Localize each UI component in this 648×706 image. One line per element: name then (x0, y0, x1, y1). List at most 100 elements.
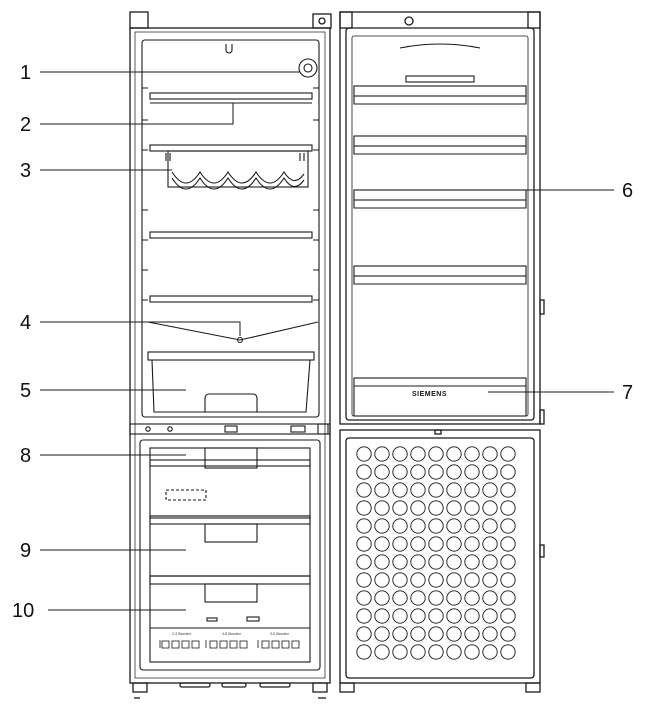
callout-2: 2 (20, 114, 31, 136)
door-pattern-circle (392, 608, 408, 624)
fridge-compartment (141, 39, 320, 418)
fridge-door (339, 11, 545, 425)
door-pattern-circle (356, 500, 372, 516)
door-pattern-circle (356, 518, 372, 534)
door-pattern-circle (464, 644, 480, 660)
door-pattern-circle (410, 518, 426, 534)
leader-lines (40, 71, 614, 611)
freezer-door-pattern (356, 446, 516, 660)
door-pattern-circle (410, 626, 426, 642)
door-pattern-circle (410, 608, 426, 624)
bottle-shelf-door (353, 377, 527, 417)
door-pattern-circle (356, 536, 372, 552)
door-pattern-circle (500, 518, 516, 534)
door-pattern-circle (482, 446, 498, 462)
door-pattern-circle (464, 590, 480, 606)
door-pattern-circle (482, 554, 498, 570)
door-pattern-circle (392, 554, 408, 570)
door-pattern-circle (446, 536, 462, 552)
callout-3: 3 (20, 160, 31, 182)
callout-numbers: 1 2 3 4 5 6 7 8 9 10 (12, 62, 633, 622)
door-pattern-circle (500, 590, 516, 606)
door-pattern-circle (356, 446, 372, 462)
door-pattern-circle (410, 536, 426, 552)
door-pattern-circle (410, 590, 426, 606)
freezer-drawer-middle (149, 515, 311, 577)
door-pattern-circle (482, 464, 498, 480)
door-pattern-circle (374, 518, 390, 534)
callout-10: 10 (12, 600, 34, 622)
door-pattern-circle (392, 500, 408, 516)
door-pattern-circle (500, 644, 516, 660)
callout-1: 1 (20, 62, 31, 84)
door-pattern-circle (374, 644, 390, 660)
door-pattern-circle (356, 626, 372, 642)
door-pattern-circle (374, 626, 390, 642)
door-pattern-circle (446, 608, 462, 624)
door-pattern-circle (446, 572, 462, 588)
interior-light-unit (298, 58, 318, 78)
door-pattern-circle (428, 536, 444, 552)
door-pattern-circle (410, 500, 426, 516)
zone-label-2: 4-8 Stunden (222, 632, 241, 636)
freezer-compartment (139, 439, 321, 671)
door-pattern-circle (464, 608, 480, 624)
door-pattern-circle (500, 464, 516, 480)
door-pattern-circle (356, 554, 372, 570)
door-pattern-circle (464, 572, 480, 588)
door-pattern-circle (356, 572, 372, 588)
bottle-rack (149, 144, 313, 190)
door-pattern-circle (464, 536, 480, 552)
door-pattern-circle (392, 518, 408, 534)
door-pattern-circle (374, 572, 390, 588)
glass-shelf-top (149, 92, 313, 104)
door-pattern-circle (428, 500, 444, 516)
callout-9: 9 (20, 540, 31, 562)
door-pattern-circle (446, 626, 462, 642)
door-pattern-circle (428, 644, 444, 660)
door-pattern-circle (464, 464, 480, 480)
door-pattern-circle (428, 518, 444, 534)
door-pattern-circle (446, 554, 462, 570)
door-pattern-circle (500, 608, 516, 624)
door-pattern-circle (428, 626, 444, 642)
door-pattern-circle (446, 644, 462, 660)
door-pattern-circle (428, 482, 444, 498)
freezer-drawer-top (149, 447, 311, 519)
door-pattern-circle (464, 482, 480, 498)
door-pattern-circle (482, 518, 498, 534)
door-pattern-circle (410, 572, 426, 588)
door-pattern-circle (500, 572, 516, 588)
door-pattern-circle (410, 446, 426, 462)
door-pattern-circle (482, 608, 498, 624)
callout-8: 8 (20, 445, 31, 467)
door-pattern-circle (482, 626, 498, 642)
zone-label-3: 3-6 Stunden (270, 632, 289, 636)
callout-6: 6 (622, 180, 633, 202)
door-pattern-circle (374, 608, 390, 624)
glass-shelf-middle (149, 231, 313, 303)
door-pattern-circle (446, 500, 462, 516)
door-pattern-circle (374, 446, 390, 462)
door-pattern-circle (428, 590, 444, 606)
door-pattern-circle (428, 554, 444, 570)
door-pattern-circle (500, 554, 516, 570)
door-pattern-circle (428, 464, 444, 480)
door-pattern-circle (356, 482, 372, 498)
door-pattern-circle (500, 500, 516, 516)
door-pattern-circle (464, 500, 480, 516)
door-pattern-circle (410, 644, 426, 660)
freezer-control-panel: 2-3 Stunden 4-8 Stunden 3-6 Stunden (159, 632, 300, 649)
door-pattern-circle (500, 446, 516, 462)
door-pattern-circle (392, 590, 408, 606)
door-pattern-circle (482, 572, 498, 588)
door-pattern-circle (356, 644, 372, 660)
door-pattern-circle (428, 572, 444, 588)
door-pattern-circle (356, 608, 372, 624)
door-pattern-circle (446, 518, 462, 534)
door-pattern-circle (482, 500, 498, 516)
door-pattern-circle (374, 536, 390, 552)
door-pattern-circle (482, 482, 498, 498)
door-pattern-circle (446, 482, 462, 498)
